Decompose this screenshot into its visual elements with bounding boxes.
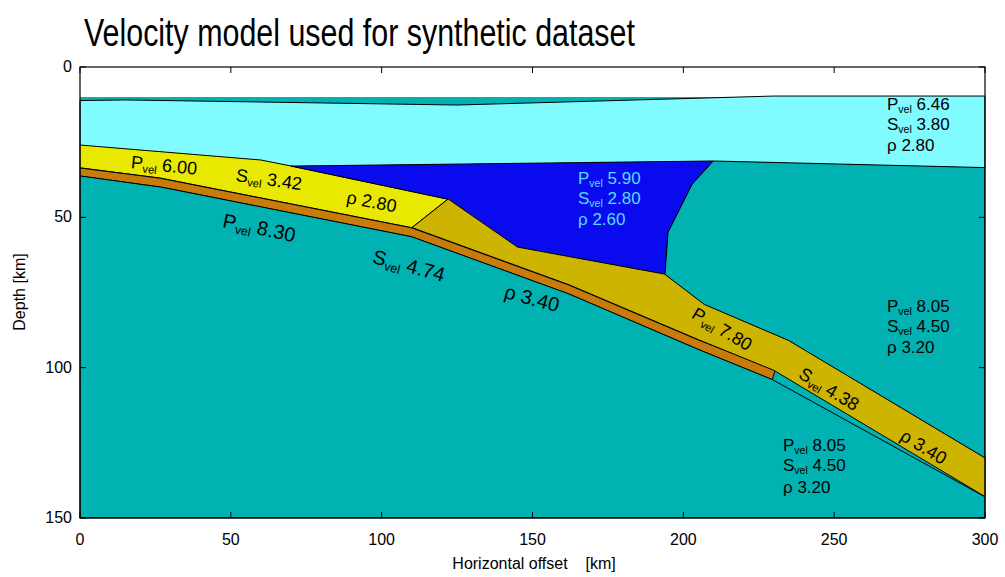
tick-label: 50 (54, 209, 72, 225)
layer-polygon (80, 176, 985, 518)
layer-property: ρ 2.80 (887, 137, 934, 154)
tick (80, 67, 86, 68)
tick (834, 512, 835, 518)
tick (381, 67, 382, 73)
tick (80, 217, 86, 218)
layer-property: Pvel 6.46 (887, 96, 950, 115)
layer-property: Pvel 8.05 (783, 437, 846, 456)
tick (381, 512, 382, 518)
tick-marks (80, 67, 985, 518)
tick (532, 512, 533, 518)
axis-label: Horizontal offset [km] (452, 556, 615, 572)
layer-property: ρ 2.60 (578, 211, 625, 228)
tick (80, 512, 81, 518)
tick (230, 512, 231, 518)
tick-label: 0 (63, 59, 72, 75)
tick (80, 518, 86, 519)
tick (683, 67, 684, 73)
tick (834, 67, 835, 73)
plot-area (80, 67, 985, 518)
tick (230, 67, 231, 73)
tick (683, 512, 684, 518)
tick-label: 0 (76, 532, 85, 548)
tick-label: 150 (519, 532, 546, 548)
axes-box (80, 67, 985, 518)
layer-property: Pvel 8.05 (887, 298, 950, 317)
layer-property: Svel 3.80 (887, 116, 950, 135)
tick (985, 67, 986, 73)
tick-label: 150 (45, 510, 72, 526)
tick-label: 250 (821, 532, 848, 548)
layer-property: Svel 4.50 (783, 457, 846, 476)
tick (979, 67, 985, 68)
tick-label: 50 (222, 532, 240, 548)
velocity-layer: Pvel 8.05Svel 4.50ρ 3.20 (80, 176, 985, 518)
tick-label: 300 (972, 532, 999, 548)
tick-label: 100 (368, 532, 395, 548)
tick (532, 67, 533, 73)
tick (985, 512, 986, 518)
layer-property: Svel 4.50 (887, 318, 950, 337)
layer-property: ρ 3.20 (783, 479, 830, 496)
layer-property: Pvel 5.90 (578, 170, 641, 189)
axis-label: Depth [km] (12, 253, 28, 330)
layer-shape (80, 176, 985, 518)
tick (979, 367, 985, 368)
layer-property: Svel 2.80 (578, 190, 641, 209)
tick-label: 200 (670, 532, 697, 548)
title: Velocity model used for synthetic datase… (84, 14, 635, 52)
tick (80, 67, 81, 73)
plot-top-band (80, 67, 985, 97)
tick (80, 367, 86, 368)
tick-label: 100 (45, 360, 72, 376)
tick (979, 518, 985, 519)
tick (979, 217, 985, 218)
layer-property: ρ 3.20 (887, 339, 934, 356)
